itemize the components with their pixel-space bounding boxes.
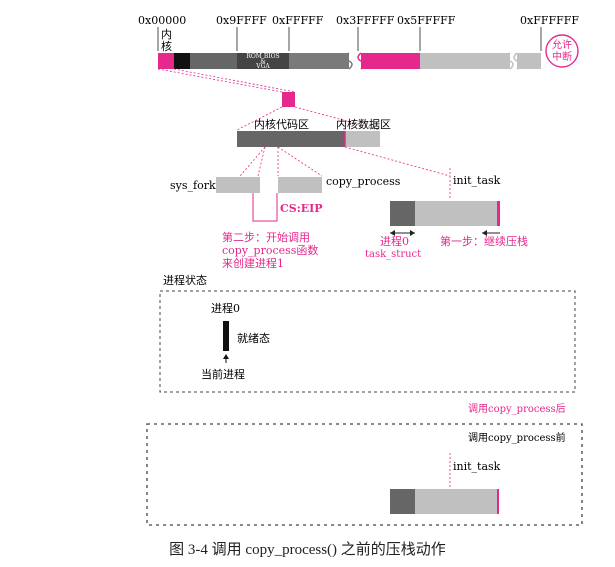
cs-eip-bracket (252, 193, 278, 222)
break-mark-3 (506, 52, 514, 70)
process0-state-bar (223, 321, 229, 351)
init-task-stack-top: init_task 进程0 task_struct 第一步：继续压栈 (365, 168, 528, 260)
address-label-5: 0xFFFFFF (520, 14, 579, 27)
kernel-data-area (345, 131, 380, 147)
interrupt-stamp (545, 34, 579, 68)
init-task-top-label: init_task (453, 174, 501, 187)
zoom-line-2b (294, 106, 381, 131)
step1-label: 第一步：继续压栈 (440, 234, 528, 248)
kernel-zoom: 内核代码区 内核数据区 (236, 92, 451, 177)
link-sys-fork-a (239, 146, 266, 177)
before-call-panel: 调用copy_process前 init_task (146, 423, 583, 526)
break-mark-4 (513, 52, 521, 70)
rom-label-1: ROM BIOS (246, 53, 279, 60)
pink-memory-segment (361, 53, 420, 69)
top-memory-segment (517, 53, 541, 69)
kernel-code-area (237, 131, 345, 147)
kernel-label-1: 内 (161, 27, 172, 41)
before-kernel-stack-block (415, 489, 497, 514)
after-call-label: 调用copy_process后 (468, 403, 566, 415)
memory-map: 0x00000 0x9FFFF 0xFFFFF 0x3FFFFF 0x5FFFF… (138, 14, 579, 93)
kernel-zoom-square (282, 92, 295, 107)
break-mark-1 (345, 52, 353, 70)
sys-fork-block (216, 177, 260, 193)
high-memory-segment (420, 53, 510, 69)
task-struct-label: task_struct (365, 249, 421, 260)
task-struct-block (390, 201, 415, 226)
current-process-arrow (223, 354, 229, 359)
address-label-3: 0x3FFFFF (336, 14, 395, 27)
kernel-stack-block (415, 201, 497, 226)
before-panel-title: 调用copy_process前 (468, 431, 566, 444)
interrupt-label-1: 允许 (552, 38, 572, 51)
break-mark-2 (357, 52, 365, 70)
before-task-struct-block (390, 489, 415, 514)
zoom-line-right (173, 68, 296, 93)
sys-fork-label: sys_fork (170, 179, 216, 192)
zoom-line-left (157, 68, 283, 93)
copy-process-block (278, 177, 322, 193)
link-copy-process-b (277, 146, 323, 177)
process0-span-arrow-right (410, 230, 415, 236)
process0-label: 进程0 (380, 235, 409, 248)
function-blocks: sys_fork copy_process CS:EIP 第二步：开始调用 co… (170, 175, 401, 270)
link-sys-fork-b (257, 146, 266, 177)
rom-label-3: VGA (255, 63, 270, 70)
kernel-data-label: 内核数据区 (336, 117, 391, 131)
black-segment (174, 53, 190, 69)
state-panel-title: 进程状态 (163, 273, 207, 287)
before-panel-frame (146, 423, 583, 526)
kernel-code-label: 内核代码区 (254, 117, 309, 131)
rom-label-2: & (260, 58, 266, 65)
zoom-line-2a (236, 106, 283, 131)
process0-span-arrow-left (390, 230, 395, 236)
low-memory-segment (190, 53, 237, 69)
state-process0-label: 进程0 (211, 302, 240, 315)
stack-top-marker (497, 201, 500, 226)
address-label-1: 0x9FFFF (216, 14, 267, 27)
kernel-label-2: 核 (161, 39, 172, 53)
interrupt-label-2: 中断 (552, 50, 572, 63)
before-init-task-label: init_task (453, 460, 501, 473)
rom-bios-vga-segment (237, 53, 289, 69)
link-init-task (344, 146, 451, 177)
step2-line2: copy_process函数 (222, 244, 318, 257)
before-stack-top-marker (497, 489, 499, 514)
address-label-2: 0xFFFFF (272, 14, 324, 27)
cs-eip-label: CS:EIP (280, 202, 323, 215)
step1-arrow-head (482, 230, 487, 236)
kernel-segment (158, 53, 174, 69)
process-state-panel: 进程状态 进程0 就绪态 当前进程 调用copy_process后 (159, 273, 576, 415)
ready-state-label: 就绪态 (237, 331, 270, 345)
mid-memory-segment (289, 53, 349, 69)
current-process-label: 当前进程 (201, 367, 245, 381)
step2-line1: 第二步：开始调用 (222, 230, 310, 244)
figure-caption: 图 3-4 调用 copy_process() 之前的压栈动作 (169, 542, 446, 558)
step2-line3: 来创建进程1 (222, 256, 284, 270)
address-label-0: 0x00000 (138, 14, 186, 27)
address-label-4: 0x5FFFFF (397, 14, 456, 27)
copy-process-label: copy_process (326, 175, 401, 188)
